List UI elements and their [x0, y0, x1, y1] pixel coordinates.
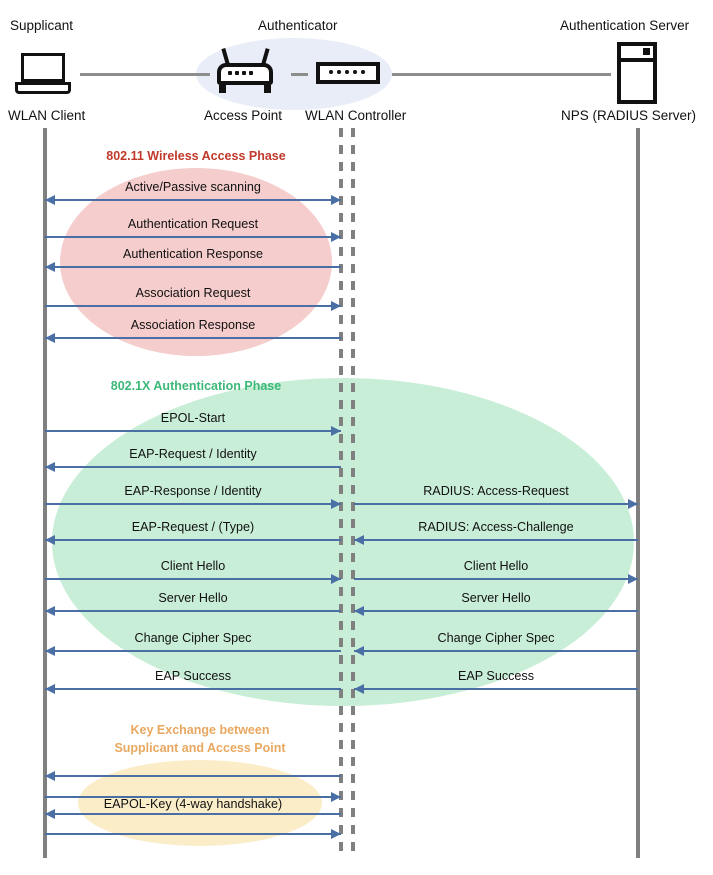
wireless-router-icon: [217, 48, 273, 93]
phase-8021x-highlight: [52, 378, 634, 706]
message-label: EAP-Response / Identity: [124, 484, 262, 498]
lifeline-nps: [636, 128, 640, 858]
laptop-icon: [15, 53, 71, 94]
actor-name-nps: NPS (RADIUS Server): [561, 108, 697, 123]
message-label-eapol-key: EAPOL-Key (4-way handshake): [103, 797, 283, 811]
message-label: EPOL-Start: [160, 411, 226, 425]
message-label: Server Hello: [158, 591, 228, 605]
network-controller-icon: [316, 62, 380, 84]
message-label: EAP Success: [457, 669, 535, 683]
phase-label-8021x: 802.1X Authentication Phase: [110, 379, 282, 393]
message-label: Change Cipher Spec: [437, 631, 555, 645]
phase-key-highlight: [78, 760, 322, 846]
message-label: Authentication Request: [127, 217, 259, 231]
phase-label-key-exchange: Key Exchange between Supplicant and Acce…: [114, 723, 286, 756]
message-label: Change Cipher Spec: [134, 631, 252, 645]
message-label: EAP-Request / Identity: [129, 447, 257, 461]
lifeline-supplicant: [43, 128, 47, 858]
message-label: EAP Success: [154, 669, 232, 683]
link-client-ap: [80, 73, 210, 76]
message-label: Association Response: [130, 318, 256, 332]
link-ap-controller: [291, 73, 308, 76]
message-label: Server Hello: [461, 591, 531, 605]
message-label: Active/Passive scanning: [125, 180, 261, 194]
message-label: Client Hello: [160, 559, 226, 573]
actor-role-auth-server: Authentication Server: [560, 18, 690, 33]
actor-role-supplicant: Supplicant: [10, 18, 74, 33]
message-label: RADIUS: Access-Request: [423, 484, 569, 498]
actor-name-wlan-client: WLAN Client: [8, 108, 86, 123]
server-rack-icon: [617, 42, 657, 104]
actor-role-authenticator: Authenticator: [258, 18, 338, 33]
message-label: Client Hello: [463, 559, 529, 573]
message-label: Association Request: [135, 286, 251, 300]
message-label: RADIUS: Access-Challenge: [418, 520, 574, 534]
link-controller-nps: [392, 73, 611, 76]
phase-label-80211: 802.11 Wireless Access Phase: [106, 149, 286, 163]
message-label: Authentication Response: [122, 247, 264, 261]
actor-name-access-point: Access Point: [204, 108, 283, 123]
actor-name-wlan-controller: WLAN Controller: [305, 108, 407, 123]
lifeline-access-point: [339, 128, 343, 858]
lifeline-wlan-controller: [351, 128, 355, 858]
message-label: EAP-Request / (Type): [131, 520, 255, 534]
